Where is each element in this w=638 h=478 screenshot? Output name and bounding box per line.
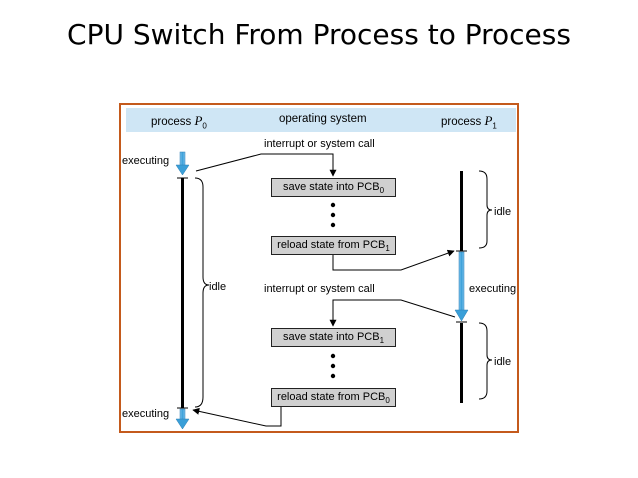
idle-brace-p1-bottom bbox=[478, 322, 493, 400]
header-band bbox=[126, 108, 516, 132]
executing-bar-p0-top bbox=[175, 151, 190, 176]
save-state-pcb1-box: save state into PCB1 bbox=[271, 328, 396, 347]
idle-line-p0 bbox=[181, 178, 184, 408]
idle-brace-p0 bbox=[194, 177, 210, 408]
idle-label-p1-bottom: idle bbox=[494, 356, 512, 368]
diagram-lines bbox=[175, 151, 493, 430]
ellipsis-dots-2 bbox=[330, 353, 336, 379]
arrow-reload-to-p0 bbox=[192, 407, 282, 427]
reload-state-pcb1-box: reload state from PCB1 bbox=[271, 236, 396, 255]
reload-state-pcb0-box: reload state from PCB0 bbox=[271, 388, 396, 407]
idle-label-p0: idle bbox=[209, 281, 227, 293]
idle-label-p1-top: idle bbox=[494, 206, 512, 218]
interrupt-label-1: interrupt or system call bbox=[264, 138, 375, 150]
ellipsis-dots-1 bbox=[330, 202, 336, 228]
header-process-0: process P0 bbox=[151, 113, 207, 131]
executing-label-p1: executing bbox=[469, 283, 517, 295]
idle-line-p1-bottom bbox=[460, 323, 463, 403]
slide-title: CPU Switch From Process to Process bbox=[67, 18, 571, 51]
arrow-interrupt-2 bbox=[329, 299, 456, 327]
executing-label-top: executing bbox=[122, 155, 170, 167]
interrupt-label-2: interrupt or system call bbox=[264, 283, 375, 295]
idle-line-p1-top bbox=[460, 171, 463, 251]
arrow-interrupt-1 bbox=[195, 153, 337, 177]
executing-bar-p0-bottom bbox=[175, 408, 190, 430]
cpu-switch-diagram: process P0 operating system process P1 i… bbox=[119, 103, 519, 433]
executing-label-bottom: executing bbox=[122, 408, 170, 420]
header-operating-system: operating system bbox=[279, 113, 367, 125]
arrow-reload-to-p1 bbox=[332, 249, 455, 271]
idle-brace-p1-top bbox=[478, 170, 493, 249]
header-process-1: process P1 bbox=[441, 113, 497, 131]
executing-bar-p1 bbox=[454, 251, 469, 322]
save-state-pcb0-box: save state into PCB0 bbox=[271, 178, 396, 197]
